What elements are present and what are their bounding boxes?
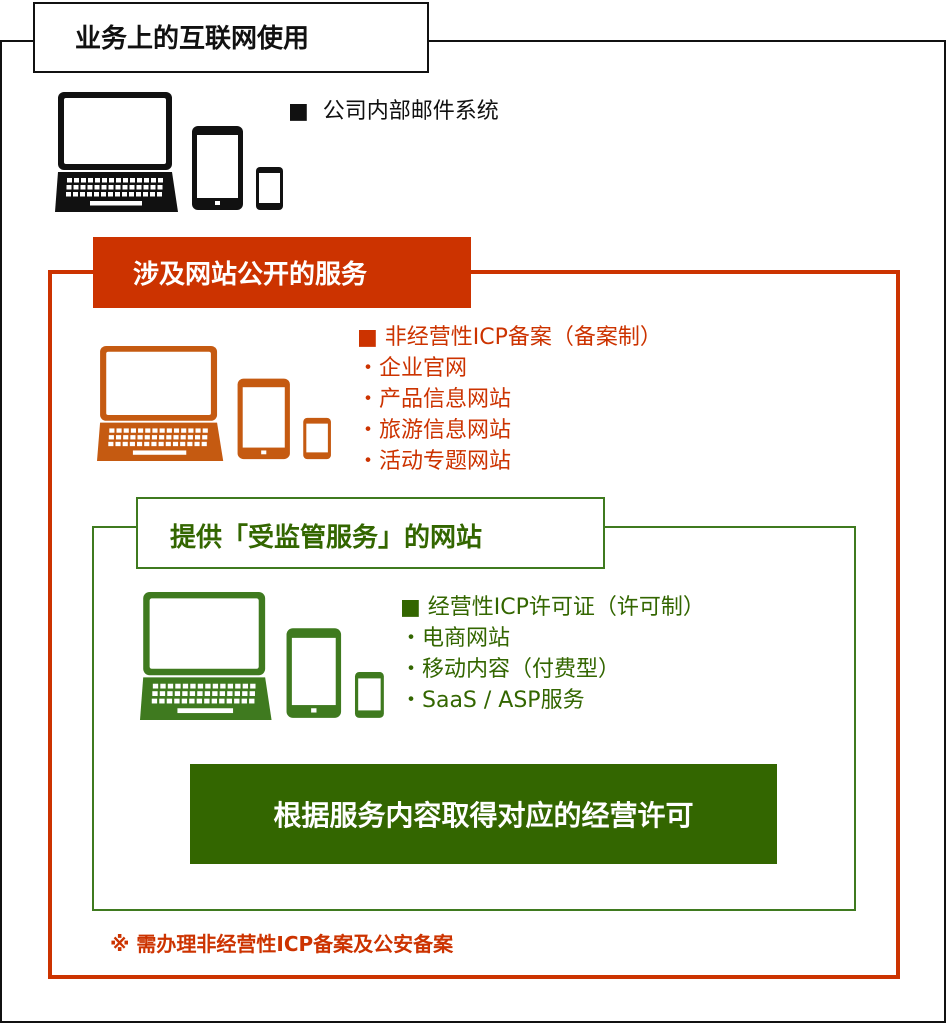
list-item: ・电商网站 bbox=[400, 626, 511, 651]
regulated-heading: ■ 经营性ICP许可证（许可制） bbox=[400, 595, 705, 620]
public-services-list: ■ 非经营性ICP备案（备案制） ・企业官网 ・产品信息网站 ・旅游信息网站 ・… bbox=[357, 322, 662, 477]
regulated-header: 提供「受监管服务」的网站 bbox=[136, 497, 605, 569]
title: 业务上的互联网使用 bbox=[33, 2, 429, 73]
internet-use-frame bbox=[0, 40, 946, 1023]
footnote: ※ 需办理非经营性ICP备案及公安备案 bbox=[110, 932, 454, 956]
public-services-header: 涉及网站公开的服务 bbox=[93, 237, 471, 308]
internal-list: ■ 公司内部邮件系统 bbox=[288, 96, 499, 127]
devices-icon-orange bbox=[97, 346, 331, 461]
regulated-list: ■ 经营性ICP许可证（许可制） ・电商网站 ・移动内容（付费型） ・SaaS … bbox=[400, 592, 705, 716]
public-heading: ■ 非经营性ICP备案（备案制） bbox=[357, 325, 662, 350]
devices-icon-black bbox=[55, 92, 283, 212]
public-services-frame bbox=[48, 270, 900, 979]
list-item: ・产品信息网站 bbox=[357, 387, 512, 412]
license-callout: 根据服务内容取得对应的经营许可 bbox=[190, 764, 777, 864]
list-item: ・SaaS / ASP服务 bbox=[400, 688, 585, 713]
list-item: ・移动内容（付费型） bbox=[400, 657, 621, 682]
list-item: ・旅游信息网站 bbox=[357, 418, 512, 443]
internal-item: 公司内部邮件系统 bbox=[322, 99, 499, 124]
list-item: ・企业官网 bbox=[357, 356, 468, 381]
bullet: ■ bbox=[288, 99, 309, 124]
devices-icon-green bbox=[140, 592, 384, 720]
list-item: ・活动专题网站 bbox=[357, 449, 512, 474]
